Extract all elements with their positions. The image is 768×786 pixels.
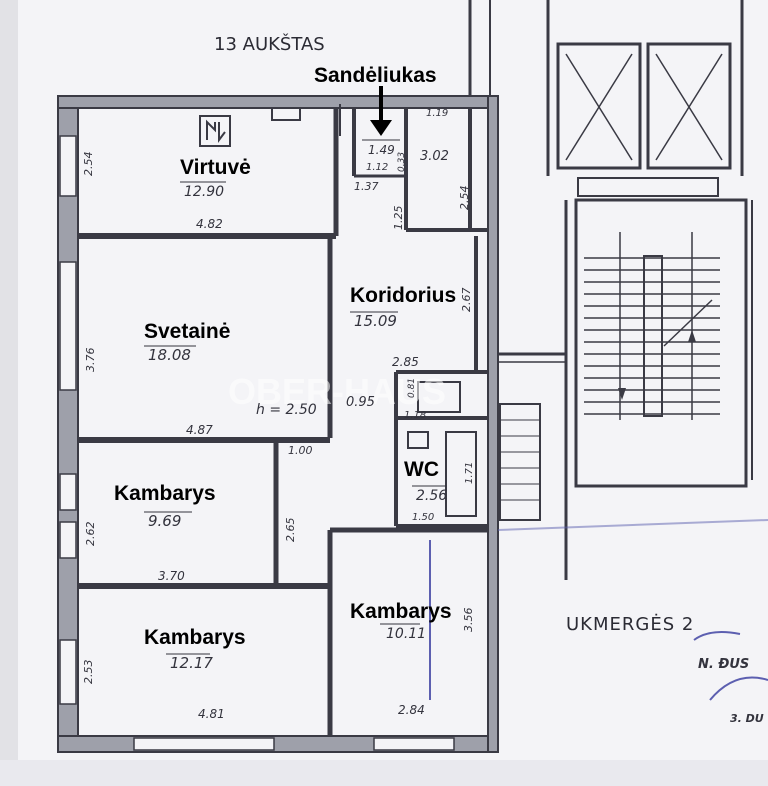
storage-arrow-head-icon: [370, 120, 392, 136]
dimension-text: 1.25: [392, 206, 405, 231]
street-text: UKMERGĖS 2: [566, 614, 694, 635]
kitchen-stove-icon: [199, 115, 231, 147]
niche-area: 0.95: [346, 395, 375, 410]
room-area-bedroom-1: 9.69: [148, 512, 181, 530]
dimension-text: 3.56: [462, 608, 475, 633]
dimension-text: 2.54: [82, 152, 95, 177]
stamp-text-2: 3. DU: [730, 712, 764, 725]
windows-left: [59, 135, 77, 705]
room-area-corridor: 15.09: [354, 312, 397, 330]
dimension-text: 4.81: [198, 707, 225, 721]
kitchen-sink-icon: [271, 107, 301, 121]
room-label-bedroom-3: Kambarys: [350, 600, 452, 623]
stair-arrow-down-icon: [618, 388, 626, 400]
dimension-text: 3.70: [158, 569, 185, 583]
interior-walls: [78, 104, 488, 736]
stamp-text: N. ĐUS: [698, 657, 749, 672]
room-label-bedroom-1: Kambarys: [114, 482, 216, 505]
room-area-living: 18.08: [148, 346, 191, 364]
dimension-text: 4.87: [186, 423, 213, 437]
storage-area: 1.49: [368, 143, 395, 157]
room-area-bedroom-2: 12.17: [170, 654, 213, 672]
room-label-bedroom-2: Kambarys: [144, 626, 246, 649]
room-label-corridor: Koridorius: [350, 284, 456, 307]
dimension-text: 1.71: [464, 462, 475, 484]
stair-arrow-up-icon: [688, 330, 696, 342]
dimension-text: 2.54: [458, 186, 471, 211]
dimension-text: 1.18: [404, 410, 426, 421]
dimension-text: 2.62: [84, 522, 97, 547]
dimension-text: 1.50: [412, 512, 434, 523]
stairwell-block: [468, 0, 753, 580]
dimension-text: 1.19: [426, 108, 448, 119]
room-label-living: Svetainė: [144, 320, 230, 343]
watermark: OBER-HAUS: [228, 371, 446, 412]
dimension-text: 1.00: [288, 444, 313, 457]
room-area-bedroom-3: 10.11: [386, 626, 426, 642]
dimension-text: 2.84: [398, 703, 425, 717]
dimension-text: 0.81: [407, 378, 417, 398]
dimension-text: 2.53: [82, 660, 95, 685]
closet-area: 3.02: [420, 149, 449, 164]
room-label-kitchen: Virtuvė: [180, 156, 251, 179]
dimensions: 2.54 4.82 1.19 1.12 0.33 1.37 1.25 2.54 …: [82, 108, 475, 721]
floor-title: 13 AUKŠTAS: [214, 33, 325, 55]
windows-bottom: [133, 737, 455, 751]
area-underlines: [144, 139, 446, 655]
dimension-text: 0.33: [397, 152, 407, 172]
dimension-text: 1.12: [366, 162, 388, 173]
room-area-wc: 2.56: [416, 488, 447, 504]
wc-fixtures: [407, 381, 477, 517]
dimension-text: h = 2.50: [256, 402, 317, 418]
room-area-kitchen: 12.90: [184, 184, 224, 200]
room-label-wc: WC: [404, 458, 439, 481]
dimension-text: 2.67: [460, 288, 473, 313]
stair-treads: [584, 257, 720, 415]
dimension-text: 2.85: [392, 355, 419, 369]
dimension-text: 4.82: [196, 217, 223, 231]
stamp-marks: [429, 519, 768, 701]
dimension-text: 3.76: [84, 348, 97, 373]
storage-label: Sandėliukas: [314, 64, 437, 87]
dimension-text: 2.65: [284, 518, 297, 543]
dimension-text: 1.37: [354, 180, 379, 193]
